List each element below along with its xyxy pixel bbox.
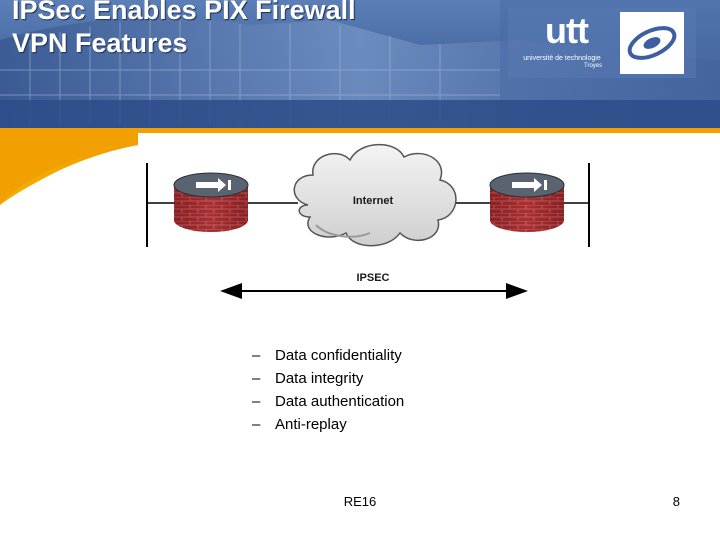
ipsec-tunnel-arrow	[220, 283, 528, 299]
list-marker: –	[252, 347, 261, 364]
footer-course: RE16	[343, 494, 377, 509]
list-item: –Data confidentiality	[252, 344, 404, 367]
list-marker: –	[252, 370, 261, 387]
list-marker: –	[252, 416, 261, 433]
logo-subtitle: université de technologie	[523, 55, 601, 62]
ipsec-label: IPSEC	[356, 272, 390, 284]
list-item: –Anti-replay	[252, 413, 404, 436]
logo-city: Troyes	[584, 63, 603, 69]
page-number: 8	[672, 494, 680, 509]
list-marker: –	[252, 393, 261, 410]
internet-cloud-icon	[293, 143, 457, 247]
ipsec-diagram-graphics	[146, 143, 590, 299]
header-banner: IPSec Enables PIX Firewall VPN Features …	[0, 0, 720, 205]
banner-photo	[0, 0, 720, 205]
list-item-text: Anti-replay	[275, 416, 347, 433]
list-item: –Data authentication	[252, 390, 404, 413]
internet-label: Internet	[352, 195, 394, 207]
ipsec-diagram: Internet IPSEC	[138, 125, 600, 325]
utt-logo	[508, 8, 696, 78]
list-item: –Data integrity	[252, 367, 404, 390]
list-item-text: Data authentication	[275, 393, 405, 410]
feature-list: –Data confidentiality –Data integrity –D…	[252, 344, 404, 436]
left-firewall-icon	[173, 172, 249, 232]
title-line-1: IPSec Enables PIX Firewall	[12, 0, 356, 25]
right-firewall-icon	[489, 172, 565, 232]
list-item-text: Data confidentiality	[275, 347, 402, 364]
logo-name: utt	[545, 10, 589, 51]
title-line-2: VPN Features	[12, 28, 188, 58]
list-item-text: Data integrity	[275, 370, 364, 387]
slide-title: IPSec Enables PIX Firewall VPN Features	[12, 0, 472, 60]
